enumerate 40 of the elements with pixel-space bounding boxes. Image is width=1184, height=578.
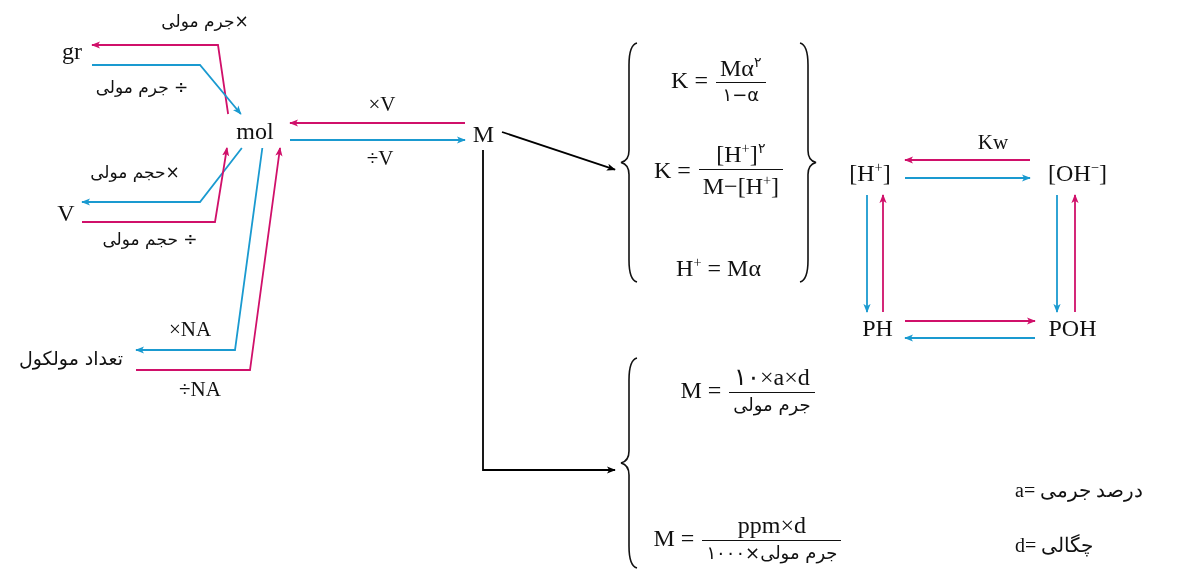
quantity-label: POH — [1048, 315, 1097, 342]
arrow — [501, 131, 616, 171]
arrow — [135, 147, 283, 371]
quantity-label: mol — [236, 117, 274, 145]
quantity-label: PH — [862, 315, 893, 342]
quantity-label: M — [472, 120, 495, 148]
arrow — [1053, 194, 1061, 313]
numerator: ppm×d — [736, 512, 808, 540]
definition-note: a= درصد جرمی — [1015, 478, 1144, 502]
quantity-label: gr — [62, 37, 82, 65]
definition-note: d= چگالی — [1015, 533, 1094, 557]
formula-text: M = — [680, 376, 722, 404]
formula-text: K = — [653, 156, 691, 184]
arrow — [91, 41, 229, 115]
quantity-label: [H$^{+}$] — [849, 160, 891, 187]
quantity-label: [OH$^{−}$] — [1048, 160, 1107, 187]
arrow — [904, 156, 1031, 164]
numerator: ۱۰×a×d — [733, 364, 811, 392]
formula-text: M = — [653, 524, 695, 552]
denominator: جرم مولی×۱۰۰۰ — [702, 539, 842, 564]
denominator: M−[H$^{+}$] — [698, 168, 784, 201]
arrow — [904, 334, 1036, 342]
arrow — [135, 147, 264, 354]
denominator: ۱−α — [715, 82, 766, 107]
arrow — [904, 174, 1031, 182]
quantity-label: تعداد مولکول — [18, 347, 124, 369]
formula-text: H$^{+}$ = Mα — [676, 254, 761, 282]
arrow — [289, 119, 466, 127]
arrow — [91, 64, 242, 115]
arrow — [289, 136, 466, 144]
arrow — [904, 317, 1036, 325]
formula-text: K = — [671, 66, 708, 94]
arrow — [81, 147, 230, 223]
arrow — [879, 194, 887, 313]
arrow — [81, 147, 243, 206]
arrow — [1071, 194, 1079, 313]
arrow — [863, 194, 871, 313]
quantity-label: V — [57, 199, 75, 227]
arrow — [482, 149, 616, 474]
denominator: جرم مولی — [729, 391, 815, 416]
